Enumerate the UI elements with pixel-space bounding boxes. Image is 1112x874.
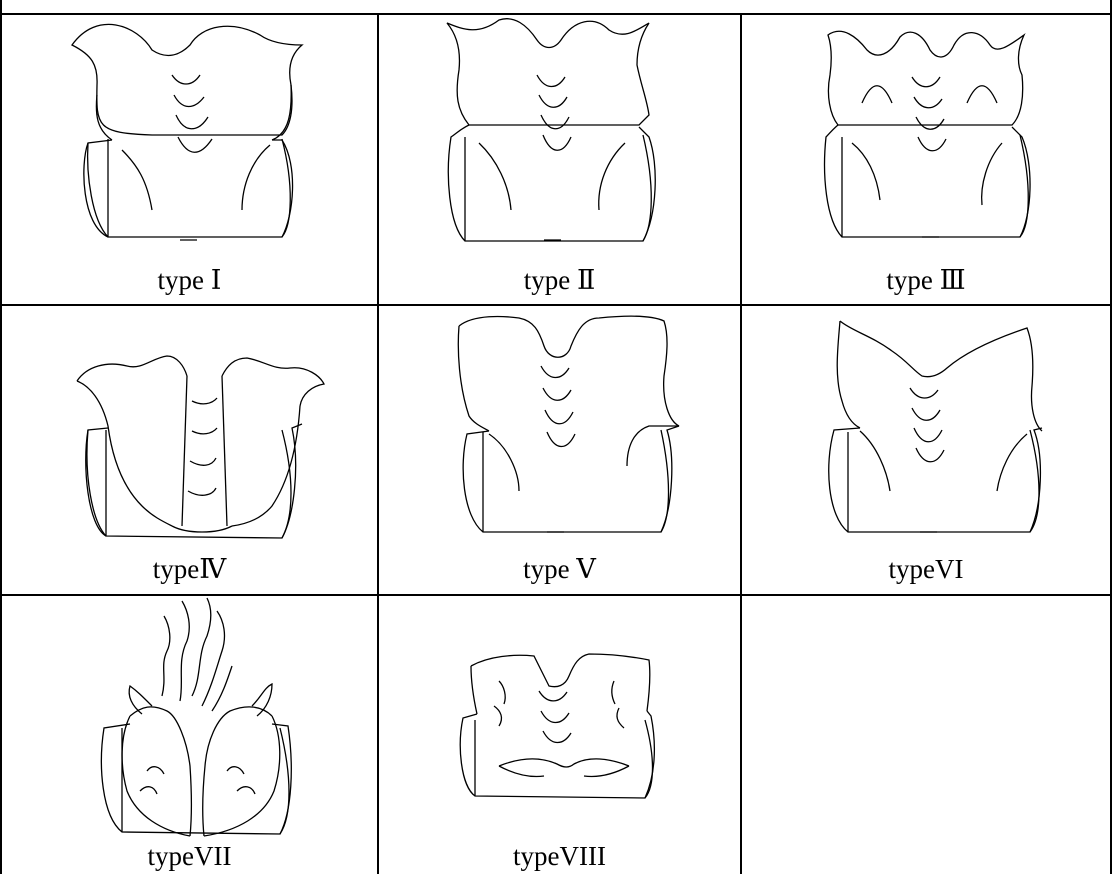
type-8-label: typeVIII	[379, 841, 740, 871]
type-3-drawing	[742, 15, 1110, 304]
cell-type-2: type Ⅱ	[379, 15, 740, 304]
type-8-drawing	[379, 596, 740, 874]
type-4-drawing	[2, 306, 377, 594]
type-6-drawing	[742, 306, 1110, 594]
cell-type-4: typeⅣ	[2, 306, 377, 594]
cell-type-6: typeVI	[742, 306, 1110, 594]
type-7-drawing	[2, 596, 377, 874]
type-5-label: type Ⅴ	[379, 554, 740, 584]
cell-type-7: typeVII	[2, 596, 377, 874]
type-6-label: typeVI	[742, 554, 1110, 584]
type-2-drawing	[379, 15, 740, 304]
cell-type-3: type Ⅲ	[742, 15, 1110, 304]
type-4-label: typeⅣ	[2, 554, 377, 584]
type-1-drawing	[2, 15, 377, 304]
type-3-label: type Ⅲ	[742, 265, 1110, 295]
cell-empty	[742, 596, 1110, 874]
type-1-label: type Ⅰ	[2, 265, 377, 295]
cell-type-8: typeVIII	[379, 596, 740, 874]
type-7-label: typeVII	[2, 841, 377, 871]
type-5-drawing	[379, 306, 740, 594]
cell-type-1: type Ⅰ	[2, 15, 377, 304]
cell-type-5: type Ⅴ	[379, 306, 740, 594]
type-2-label: type Ⅱ	[379, 265, 740, 295]
